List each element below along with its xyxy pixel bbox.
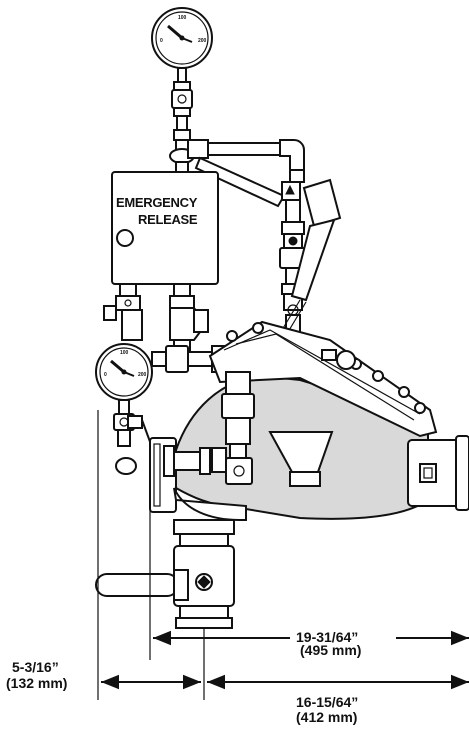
top-pressure-gauge: 0 100 200 — [151, 7, 213, 69]
emergency-release-box: EMERGENCY RELEASE — [111, 171, 219, 285]
bottom-ball-valve — [95, 519, 235, 629]
left-offset-imperial: 5-3/16” — [12, 659, 59, 675]
main-valve-body — [149, 320, 469, 521]
right-length-metric: (412 mm) — [296, 709, 357, 725]
dimension-lines — [97, 410, 469, 700]
left-pressure-gauge: 0 100 200 — [95, 343, 157, 475]
top-gauge-scale-left: 0 — [160, 38, 163, 44]
release-box-knob — [116, 229, 134, 247]
left-gauge-scale-mid: 100 — [120, 350, 129, 356]
left-offset-metric: (132 mm) — [6, 675, 67, 691]
right-length-imperial: 16-15/64” — [296, 694, 358, 710]
strainer — [281, 178, 342, 333]
release-box-line1: EMERGENCY — [116, 195, 198, 210]
lower-left-piping — [103, 283, 209, 355]
overall-width-imperial: 19-31/64” — [296, 629, 358, 645]
release-box-line2: RELEASE — [138, 212, 198, 227]
left-gauge-scale-left: 0 — [104, 372, 107, 378]
top-gauge-scale-mid: 100 — [178, 15, 187, 21]
overall-width-metric: (495 mm) — [300, 642, 361, 658]
top-gauge-scale-right: 200 — [198, 38, 207, 44]
diagonal-pipe — [194, 156, 301, 208]
left-gauge-scale-right: 200 — [138, 372, 147, 378]
dimension-labels: 19-31/64” (495 mm) 5-3/16” (132 mm) 16-1… — [6, 626, 396, 725]
